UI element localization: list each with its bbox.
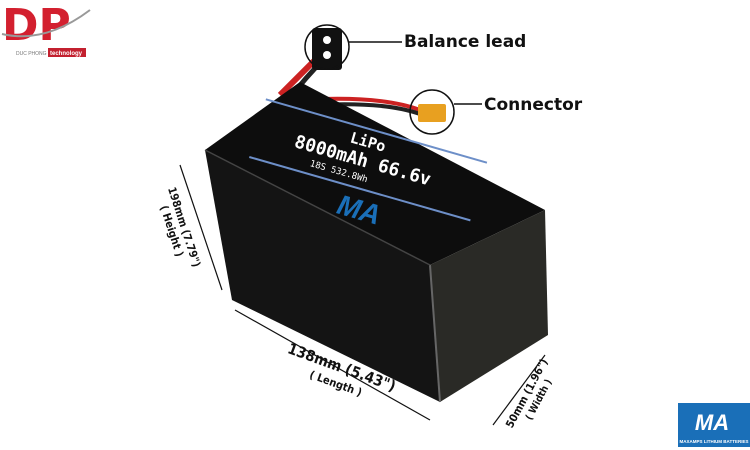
badge-text: MAXAMPS LITHIUM BATTERIES [680,439,749,444]
connector-circle [409,89,455,135]
battery-top-face [205,82,545,265]
balance-plug [312,28,342,70]
height-dimension-line [179,164,223,291]
length-dimension-line [234,309,431,421]
connector-callout: Connector [484,95,583,115]
xt-connector [418,104,446,122]
logo-sub-left: DUC PHONG [16,51,47,57]
battery-front-face [205,150,440,402]
badge-mark: MA [695,410,729,435]
balance-lead-callout: Balance lead [404,32,526,52]
logo-sub-right: technology [50,51,83,57]
battery-side-face [430,210,548,402]
maxamps-badge: MA MAXAMPS LITHIUM BATTERIES [678,403,750,447]
width-dimension-line [492,354,546,426]
height-dimension: 198mm (7.79") ( Height ) [157,185,203,268]
width-dimension: 50mm (1.96") ( Width ) [503,357,554,431]
dp-logo: DP DUC PHONG technology [1,0,91,57]
balance-lead-circle [304,24,350,70]
logo-main: DP [2,0,71,51]
